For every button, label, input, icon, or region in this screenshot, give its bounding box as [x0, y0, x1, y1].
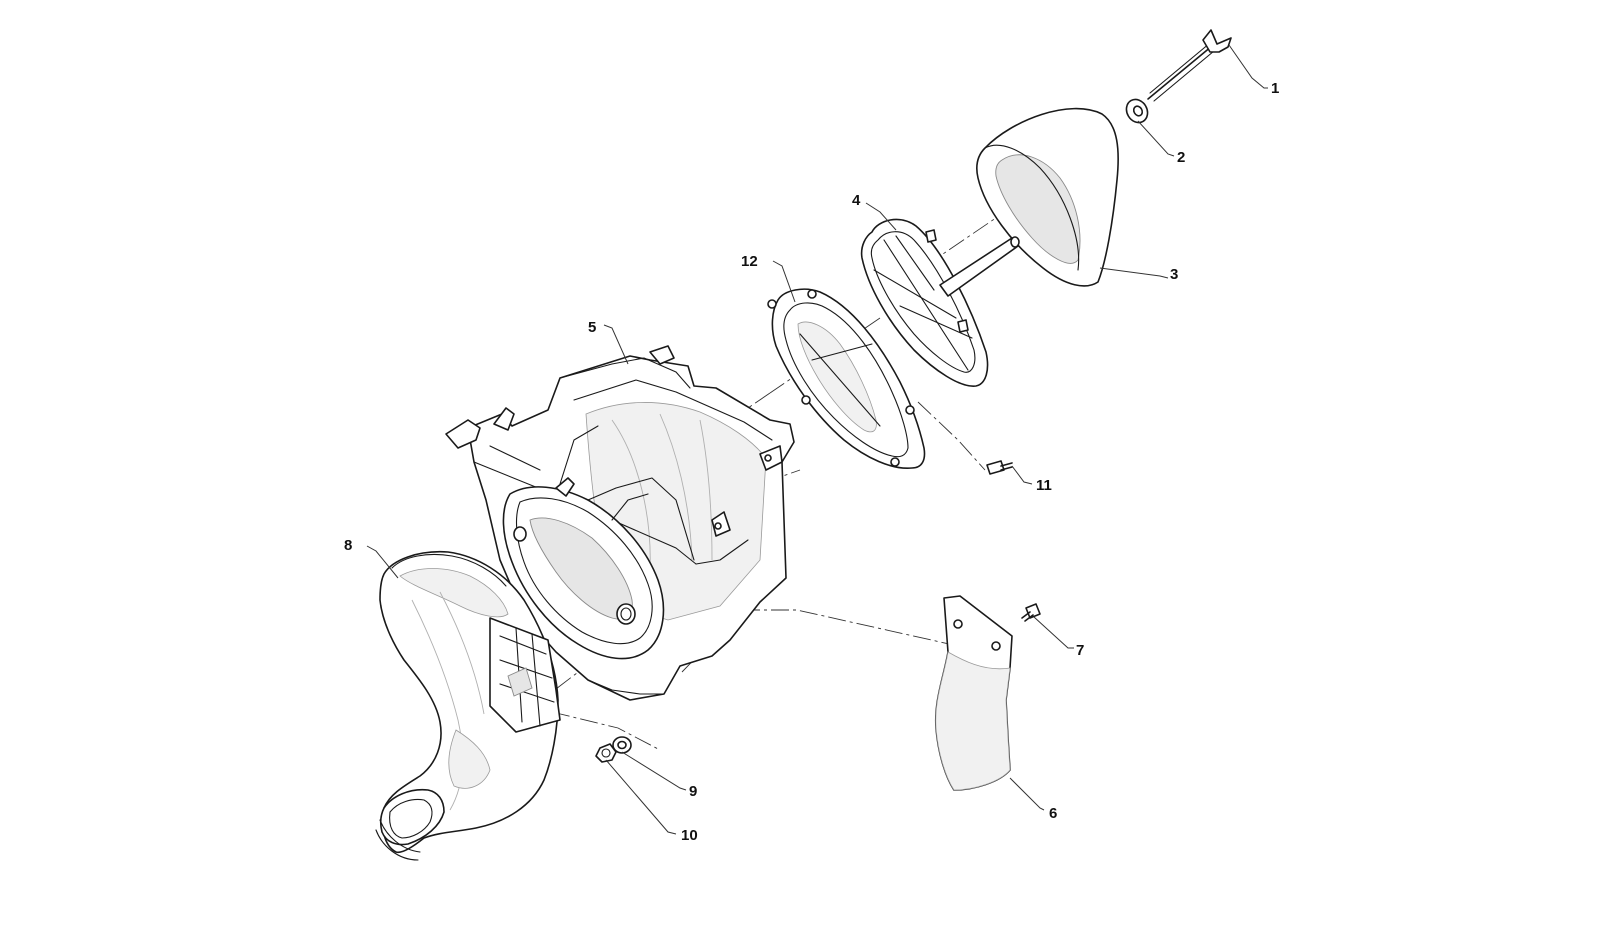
- wing-bolt-part: [1147, 29, 1232, 102]
- nut-part-10: [595, 743, 617, 763]
- filter-cage-part: [860, 218, 1020, 387]
- air-box-part: [445, 345, 795, 701]
- callout-10: 10: [681, 827, 698, 844]
- callout-2: 2: [1177, 149, 1185, 166]
- screw-part-7: [1021, 603, 1041, 622]
- callout-8: 8: [344, 537, 352, 554]
- callout-9: 9: [689, 783, 697, 800]
- callout-12: 12: [741, 253, 758, 270]
- callout-labels: 1 2 3 4 5 6 7 8 9 10 11 12: [344, 80, 1279, 844]
- callout-5: 5: [588, 319, 596, 336]
- leader-lines: [366, 44, 1268, 835]
- filter-flange-part: [767, 288, 926, 469]
- screw-part-11: [986, 460, 1013, 475]
- callout-4: 4: [852, 192, 861, 209]
- callout-6: 6: [1049, 805, 1057, 822]
- washer-part-9: [612, 736, 632, 754]
- intake-duct-part: [375, 550, 561, 861]
- mud-flap-part: [934, 595, 1013, 791]
- callout-1: 1: [1271, 80, 1279, 97]
- callout-3: 3: [1170, 266, 1178, 283]
- callout-7: 7: [1076, 642, 1084, 659]
- callout-11: 11: [1036, 477, 1052, 494]
- washer-part: [1125, 98, 1149, 124]
- foam-filter-part: [976, 107, 1119, 287]
